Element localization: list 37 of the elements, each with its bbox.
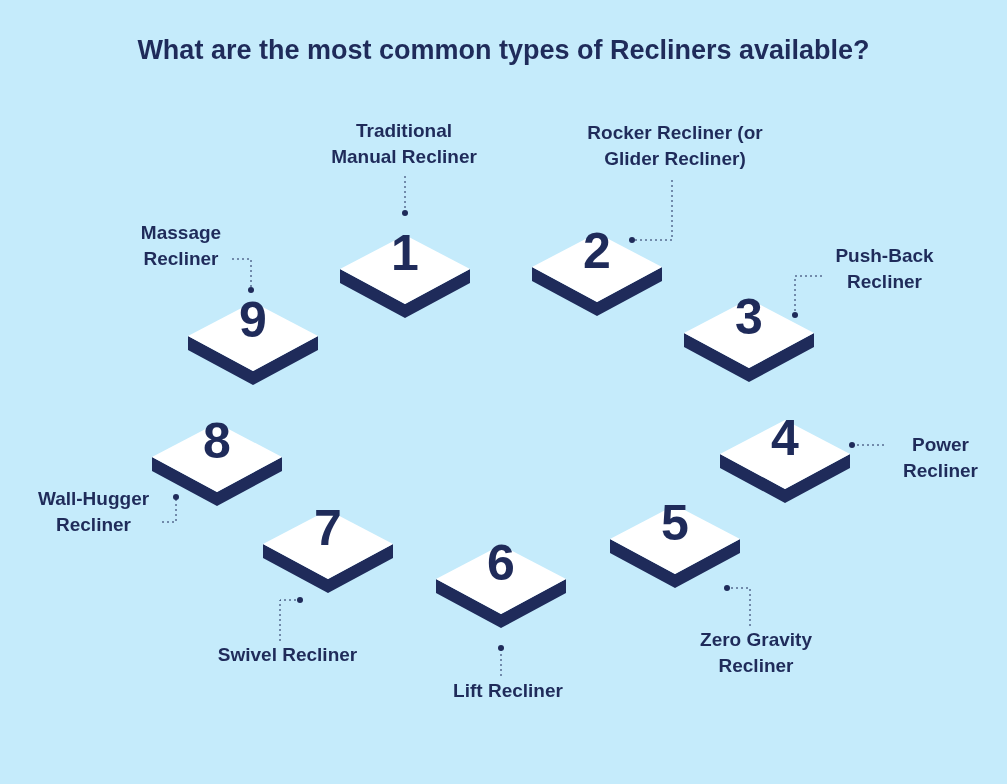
leader-line [629, 179, 673, 243]
type-label: Swivel Recliner [216, 643, 359, 667]
type-label: Lift Recliner [452, 679, 564, 703]
type-label: Traditional Manual Recliner [330, 119, 478, 169]
tile-number: 5 [660, 498, 690, 548]
number-tile [684, 298, 814, 384]
number-tile [188, 301, 318, 387]
leader-line [231, 258, 254, 293]
number-tile [340, 234, 470, 320]
type-label: Rocker Recliner (or Glider Recliner) [586, 121, 764, 171]
leader-line [161, 494, 179, 523]
number-tile [263, 509, 393, 595]
type-label: Push-Back Recliner [834, 244, 935, 294]
title: What are the most common types of Recliners available? [136, 34, 871, 67]
leader-line [792, 275, 823, 318]
tile-number: 8 [202, 416, 232, 466]
type-label: Power Recliner [902, 433, 979, 483]
tile-number: 3 [734, 292, 764, 342]
leader-line [279, 597, 303, 642]
number-tile [532, 232, 662, 318]
tile-number: 6 [486, 538, 516, 588]
leader-line [849, 442, 885, 448]
number-tile [610, 504, 740, 590]
tile-number: 7 [313, 503, 343, 553]
type-label: Zero Gravity Recliner [699, 628, 813, 678]
leader-line [724, 585, 751, 627]
tile-number: 9 [238, 295, 268, 345]
leader-line [402, 175, 408, 216]
number-tile [720, 419, 850, 505]
tile-number: 1 [390, 228, 420, 278]
number-tile [436, 544, 566, 630]
number-tile [152, 422, 282, 508]
tile-number: 4 [770, 413, 800, 463]
tile-number: 2 [582, 226, 612, 276]
leader-line [498, 645, 504, 677]
type-label: Massage Recliner [139, 221, 223, 271]
type-label: Wall-Hugger Recliner [36, 487, 151, 537]
